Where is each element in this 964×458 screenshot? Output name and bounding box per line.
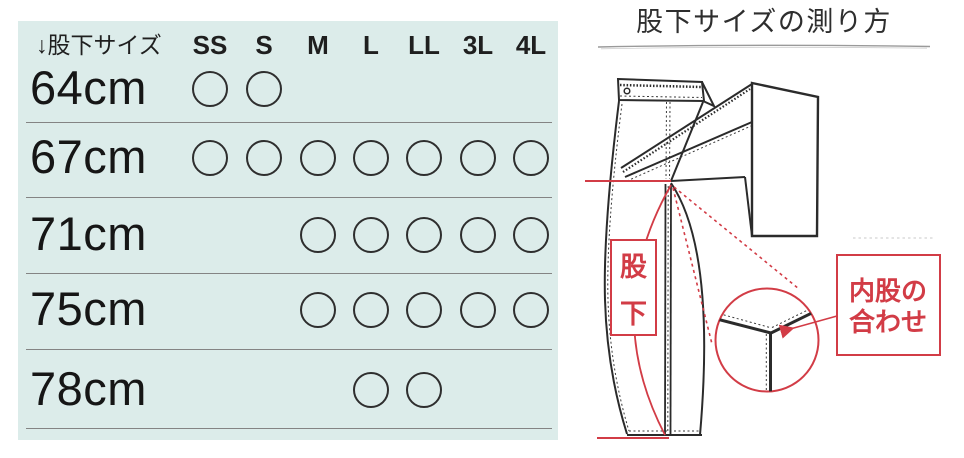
column-header: S xyxy=(255,30,273,60)
magnifier-circle xyxy=(714,287,820,393)
waist-button-icon xyxy=(623,87,631,95)
availability-circle xyxy=(192,140,228,176)
magnifier-cone-lower xyxy=(672,187,713,345)
waistband xyxy=(616,77,706,103)
magnified-seam-detail xyxy=(715,304,819,392)
left-leg-outer-edge xyxy=(603,100,628,435)
folded-leg-lower-edge xyxy=(670,176,746,182)
seam-arm-left xyxy=(715,316,772,335)
availability-circle xyxy=(460,140,496,176)
column-header: LL xyxy=(408,30,440,60)
inseam-label-char-1: 股 xyxy=(620,252,647,282)
availability-circle xyxy=(406,140,442,176)
waistband-flap xyxy=(701,81,717,109)
row-label: 71cm xyxy=(30,207,147,260)
seam-arm-right-stitch xyxy=(771,304,819,328)
row-label: 67cm xyxy=(30,130,147,183)
inseam-line-left xyxy=(664,183,667,435)
availability-circle xyxy=(246,140,282,176)
inseam-label-box: 股 下 xyxy=(610,239,657,336)
front-fold-edge xyxy=(670,101,704,182)
column-header: M xyxy=(307,30,329,60)
availability-circle xyxy=(246,71,282,107)
column-header: 4L xyxy=(515,30,547,60)
folded-leg-inner-edge xyxy=(624,121,753,178)
seam-arm-left-stitch xyxy=(715,312,771,328)
availability-circle xyxy=(300,217,336,253)
row-label: 75cm xyxy=(30,282,147,335)
availability-circle xyxy=(406,292,442,328)
row-label: 78cm xyxy=(30,362,147,415)
column-header: L xyxy=(363,30,379,60)
fly-stitch-left xyxy=(665,101,667,180)
under-leg-edge xyxy=(670,182,706,436)
availability-circle xyxy=(353,292,389,328)
inner-seam-label-box: 内股の 合わせ xyxy=(836,254,941,356)
seam-arm-right xyxy=(770,307,819,335)
pointer-arrow xyxy=(778,315,838,339)
availability-circle xyxy=(513,292,549,328)
availability-circle xyxy=(353,217,389,253)
diagram-title: 股下サイズの測り方 xyxy=(636,7,892,37)
folded-leg-top-stitch xyxy=(622,88,751,173)
inner-seam-label-line-2: 合わせ xyxy=(849,307,927,337)
folded-leg-inner-stitch xyxy=(626,125,752,182)
availability-circle xyxy=(460,217,496,253)
column-header: SS xyxy=(192,30,228,60)
inner-seam-label-line-1: 内股の xyxy=(849,276,927,306)
fly-stitch-right xyxy=(669,101,671,180)
waistband-stitch-bottom xyxy=(619,95,703,98)
availability-circle xyxy=(300,292,336,328)
availability-circle xyxy=(353,372,389,408)
availability-circle xyxy=(513,217,549,253)
row-separator xyxy=(26,197,552,198)
waistband-stitch-top xyxy=(619,83,702,89)
row-label: 64cm xyxy=(30,61,147,114)
title-underline xyxy=(597,44,931,48)
row-separator xyxy=(26,122,552,123)
folded-leg-top-edge xyxy=(620,83,753,169)
inseam-label-char-2: 下 xyxy=(620,299,647,329)
title-underline-shadow xyxy=(600,46,928,50)
availability-circle xyxy=(460,292,496,328)
inseam-line-right xyxy=(669,183,672,435)
availability-circle xyxy=(406,372,442,408)
availability-circle xyxy=(513,140,549,176)
availability-circle xyxy=(192,71,228,107)
measurement-annotations: 股 下 内股の 合わせ xyxy=(585,180,941,439)
column-header: 3L xyxy=(462,30,494,60)
row-separator xyxy=(26,273,552,274)
availability-circle xyxy=(406,217,442,253)
folded-leg-cuff xyxy=(750,81,820,238)
magnifier-cone-upper xyxy=(673,186,800,290)
pants-illustration xyxy=(603,77,820,436)
availability-circle xyxy=(300,140,336,176)
row-separator xyxy=(26,428,552,429)
row-header-label: ↓股下サイズ xyxy=(36,32,162,58)
left-leg-edge-stitch xyxy=(607,103,630,432)
availability-circle xyxy=(353,140,389,176)
row-separator xyxy=(26,349,552,350)
